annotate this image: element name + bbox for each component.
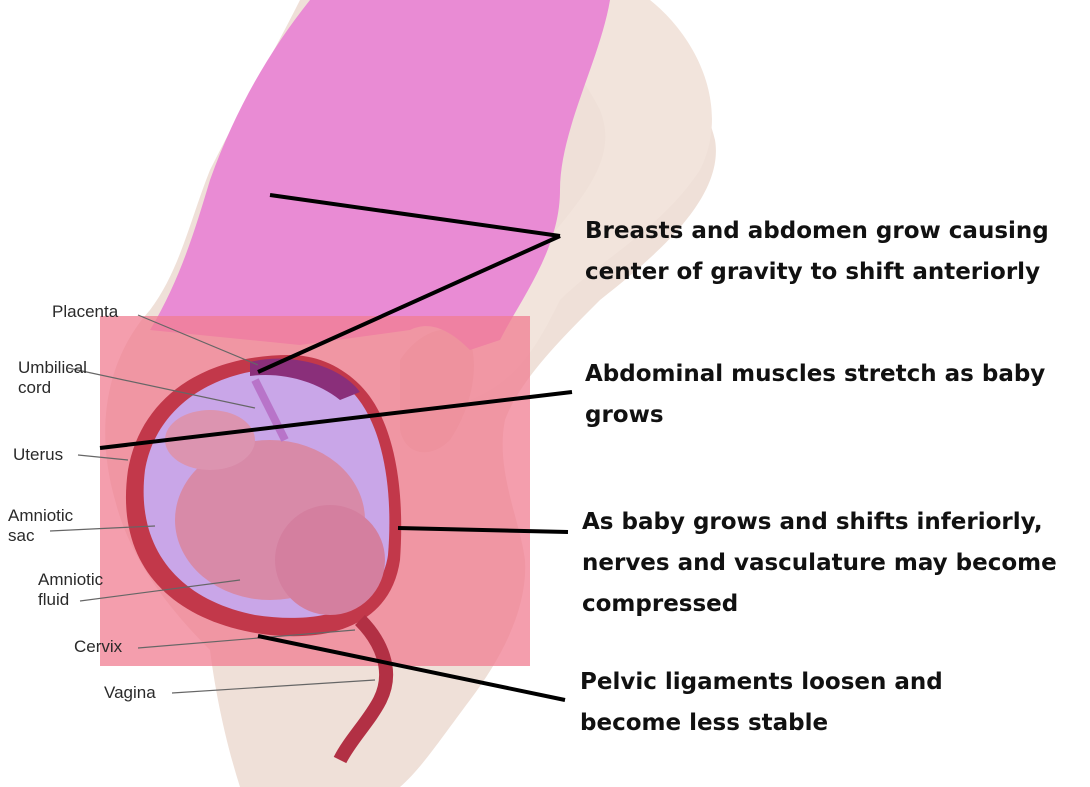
callout-baby-shifts: As baby grows and shifts inferiorly, ner… bbox=[582, 509, 1057, 617]
pelvic-leader bbox=[257, 634, 566, 702]
callout-abdominal-muscles: Abdominal muscles stretch as baby grows bbox=[585, 361, 1046, 428]
placenta bbox=[250, 358, 360, 400]
label-vagina: Vagina bbox=[104, 683, 156, 702]
umbilical-cord-leader bbox=[67, 367, 256, 409]
amniotic-fluid-leader bbox=[79, 579, 241, 602]
label-amniotic-sac: Amniotic sac bbox=[8, 506, 74, 545]
placenta-leader bbox=[137, 314, 259, 366]
fetus-limb bbox=[165, 410, 255, 470]
label-cervix: Cervix bbox=[74, 637, 123, 656]
label-amniotic-fluid: Amniotic fluid bbox=[38, 570, 104, 609]
breasts-leader-1 bbox=[269, 193, 561, 238]
cervix-leader bbox=[137, 629, 356, 649]
baby-shifts-leader bbox=[397, 526, 569, 534]
abdominal-leader bbox=[99, 390, 573, 450]
breasts-leader-2 bbox=[257, 234, 561, 374]
label-placenta: Placenta bbox=[52, 302, 119, 321]
shirt bbox=[150, 0, 610, 350]
fetus-head bbox=[275, 505, 385, 615]
callout-pelvic-ligaments: Pelvic ligaments loosen and become less … bbox=[580, 669, 943, 736]
vagina-leader bbox=[171, 679, 376, 694]
cervix-vagina bbox=[333, 615, 394, 764]
uterus-leader bbox=[77, 454, 129, 461]
label-umbilical-cord: Umbilical cord bbox=[18, 358, 87, 397]
label-uterus: Uterus bbox=[13, 445, 64, 464]
amniotic-sac-leader bbox=[49, 525, 156, 532]
callout-leader-lines bbox=[99, 193, 573, 702]
anatomy-leader-lines bbox=[49, 314, 376, 694]
umbilical-cord bbox=[251, 378, 289, 442]
callout-breasts-abdomen: Breasts and abdomen grow causing center … bbox=[585, 218, 1049, 285]
